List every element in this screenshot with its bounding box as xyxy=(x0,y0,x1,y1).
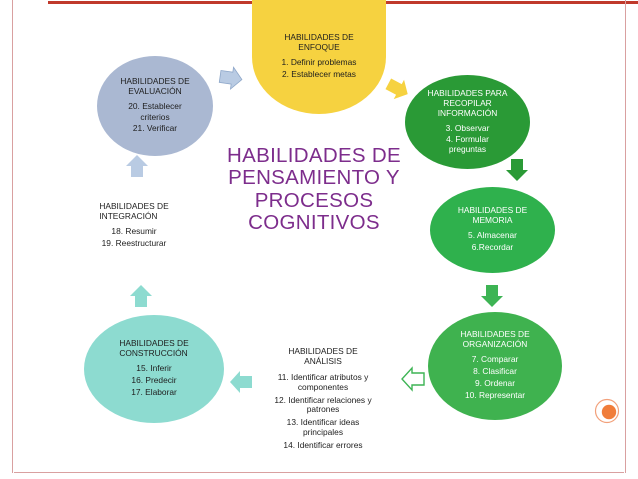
title-line: COGNITIVOS xyxy=(248,211,380,235)
skill-item: 11. Identificar atributos y xyxy=(277,371,369,382)
heading-line: HABILIDADES DE xyxy=(119,338,189,349)
skill-item: principales xyxy=(302,427,344,438)
heading-line: ENFOQUE xyxy=(298,42,340,53)
skill-item: 19. Reestructurar xyxy=(101,237,167,248)
heading-line: INTEGRACIÓN xyxy=(99,211,158,222)
node-memoria: HABILIDADES DE MEMORIA 5. Almacenar 6.Re… xyxy=(430,187,555,273)
heading-line: HABILIDADES DE xyxy=(288,345,358,356)
skill-item: patrones xyxy=(306,404,340,415)
skill-item: 6.Recordar xyxy=(471,241,514,252)
left-border-line xyxy=(12,0,13,473)
skill-item: 1. Definir problemas xyxy=(281,57,357,67)
heading-line: HABILIDADES DE xyxy=(99,201,169,212)
node-integracion: HABILIDADES DE INTEGRACIÓN 18. Resumir 1… xyxy=(90,184,178,268)
arrow-analisis-to-construccion xyxy=(230,371,252,393)
skill-item: 3. Observar xyxy=(445,123,490,133)
skill-item: 17. Elaborar xyxy=(131,386,177,397)
node-analisis-heading: HABILIDADES DE ANÁLISIS xyxy=(288,345,358,367)
arrow-integracion-to-evaluacion xyxy=(126,155,148,177)
heading-line: ORGANIZACIÓN xyxy=(462,339,528,350)
skill-item: preguntas xyxy=(448,143,487,154)
node-evaluacion: HABILIDADES DE EVALUACIÓN 20. Establecer… xyxy=(97,56,213,156)
heading-line: EVALUACIÓN xyxy=(128,86,182,97)
skill-item: 16. Predecir xyxy=(131,374,177,385)
heading-line: HABILIDADES PARA xyxy=(427,88,508,99)
skill-item: 4. Formular xyxy=(446,133,489,144)
heading-line: HABILIDADES DE xyxy=(284,32,354,43)
skill-item: 18. Resumir xyxy=(111,226,157,236)
page-title: HABILIDADES DE PENSAMIENTO Y PROCESOS CO… xyxy=(222,144,406,235)
heading-line: HABILIDADES DE xyxy=(460,329,530,340)
arrow-enfoque-to-recopilar xyxy=(385,78,408,100)
skill-item: 13. Identificar ideas xyxy=(286,417,360,428)
arrow-construccion-to-integracion xyxy=(130,285,152,307)
right-border-line xyxy=(625,0,626,473)
skill-item: 2. Establecer metas xyxy=(281,68,356,79)
heading-line: CONSTRUCCIÓN xyxy=(119,348,188,359)
skill-item: 9. Ordenar xyxy=(474,377,516,388)
skill-item: 10. Representar xyxy=(464,389,526,400)
skill-item: 20. Establecer xyxy=(128,101,182,112)
node-construccion: HABILIDADES DE CONSTRUCCIÓN 15. Inferir … xyxy=(84,315,224,423)
arrow-organizacion-to-analisis xyxy=(401,366,425,392)
heading-line: MEMORIA xyxy=(472,215,513,226)
arrow-recopilar-to-memoria xyxy=(506,159,528,181)
heading-line: INFORMACIÓN xyxy=(437,108,498,119)
heading-line: ANÁLISIS xyxy=(304,355,342,366)
skill-item: 15. Inferir xyxy=(136,363,172,374)
skill-item: 12. Identificar relaciones y xyxy=(274,394,372,405)
node-enfoque: HABILIDADES DE ENFOQUE 1. Definir proble… xyxy=(252,0,386,114)
node-memoria-heading: HABILIDADES DE MEMORIA xyxy=(457,205,528,226)
node-organizacion: HABILIDADES DE ORGANIZACIÓN 7. Comparar … xyxy=(428,312,562,420)
node-recopilar-heading: HABILIDADES PARA RECOPILAR INFORMACIÓN xyxy=(427,88,508,119)
title-line: PENSAMIENTO Y xyxy=(228,166,400,190)
arrow-evaluacion-to-enfoque xyxy=(218,66,243,91)
bottom-border-line xyxy=(14,472,624,473)
node-recopilar: HABILIDADES PARA RECOPILAR INFORMACIÓN 3… xyxy=(405,75,530,169)
arrow-memoria-to-organizacion xyxy=(481,285,503,307)
heading-line: HABILIDADES DE xyxy=(457,205,528,216)
skill-item: 21. Verificar xyxy=(132,122,178,133)
decorative-circles xyxy=(594,398,620,424)
node-integracion-heading: HABILIDADES DE INTEGRACIÓN xyxy=(99,201,169,222)
heading-line: HABILIDADES DE xyxy=(120,76,190,87)
node-organizacion-heading: HABILIDADES DE ORGANIZACIÓN xyxy=(460,329,530,350)
skill-item: 8. Clasificar xyxy=(473,366,517,376)
skill-item: componentes xyxy=(297,381,349,392)
node-construccion-heading: HABILIDADES DE CONSTRUCCIÓN xyxy=(119,338,189,359)
skill-item: criterios xyxy=(140,111,170,122)
title-line: PROCESOS xyxy=(254,188,374,212)
node-enfoque-heading: HABILIDADES DE ENFOQUE xyxy=(284,32,354,53)
skill-item: 5. Almacenar xyxy=(468,230,517,240)
skill-item: 14. Identificar errores xyxy=(283,440,363,451)
node-analisis: HABILIDADES DE ANÁLISIS 11. Identificar … xyxy=(258,334,388,464)
node-evaluacion-heading: HABILIDADES DE EVALUACIÓN xyxy=(120,76,190,97)
heading-line: RECOPILAR xyxy=(443,98,492,109)
skill-item: 7. Comparar xyxy=(471,354,519,365)
title-line: HABILIDADES DE xyxy=(227,144,401,167)
